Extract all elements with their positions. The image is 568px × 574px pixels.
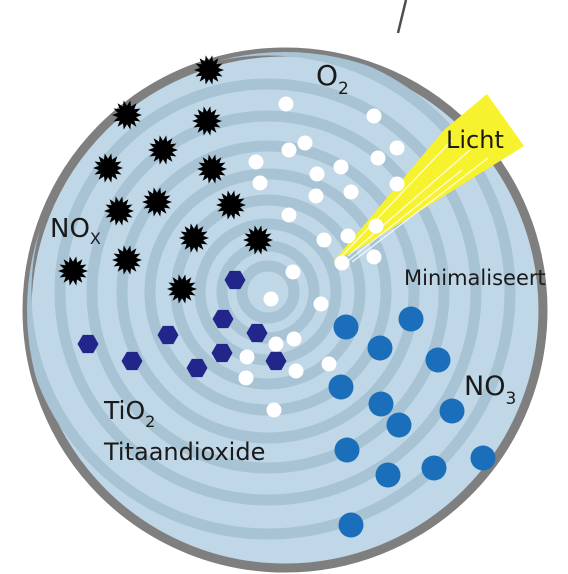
no3-particle-icon bbox=[425, 347, 451, 373]
beam-ray bbox=[339, 139, 453, 259]
tio2-particle-icon bbox=[121, 351, 143, 371]
no3-particle-icon bbox=[368, 391, 394, 417]
o2-particle-icon bbox=[239, 349, 255, 365]
tio2-particle-icon bbox=[186, 358, 208, 378]
light-beam-icon bbox=[333, 94, 524, 265]
no3-subscript: 3 bbox=[505, 389, 516, 409]
o2-particle-icon bbox=[368, 218, 384, 234]
no3-particle-icon bbox=[375, 462, 401, 488]
o2-particle-icon bbox=[281, 142, 297, 158]
o2-particle-icon bbox=[340, 228, 356, 244]
no3-particle-icon bbox=[398, 306, 424, 332]
o2-particle-icon bbox=[389, 176, 405, 192]
o2-particle-icon bbox=[266, 402, 282, 418]
o2-particle-icon bbox=[334, 255, 350, 271]
no3-particle-icon bbox=[338, 512, 364, 538]
pointer-line bbox=[396, 0, 408, 34]
o2-text: O bbox=[316, 59, 338, 92]
beam-ray bbox=[351, 157, 489, 263]
nox-particle-icon bbox=[179, 223, 209, 253]
o2-particle-icon bbox=[248, 154, 264, 170]
o2-particle-icon bbox=[366, 108, 382, 124]
nox-particle-icon bbox=[197, 154, 227, 184]
tio2-particle-icon bbox=[77, 334, 99, 354]
o2-particle-icon bbox=[389, 140, 405, 156]
licht-label: Licht bbox=[446, 126, 504, 154]
nox-subscript: X bbox=[90, 229, 101, 248]
titaandioxide-label: Titaandioxide bbox=[103, 438, 265, 466]
tio2-particle-icon bbox=[212, 309, 234, 329]
o2-particle-icon bbox=[316, 232, 332, 248]
ring bbox=[54, 78, 482, 506]
o2-particle-icon bbox=[252, 175, 268, 191]
o2-particle-icon bbox=[366, 249, 382, 265]
no3-particle-icon bbox=[334, 437, 360, 463]
tio2-particle-icon bbox=[265, 351, 287, 371]
nox-particle-icon bbox=[148, 135, 178, 165]
o2-particle-icon bbox=[321, 356, 337, 372]
tio2-text: TiO bbox=[103, 396, 145, 425]
o2-particle-icon bbox=[263, 291, 279, 307]
o2-particle-icon bbox=[268, 336, 284, 352]
o2-particle-icon bbox=[288, 363, 304, 379]
o2-particle-icon bbox=[297, 135, 313, 151]
minimaliseert-label: Minimaliseert bbox=[404, 266, 546, 290]
nox-particle-icon bbox=[167, 274, 197, 304]
no3-particle-icon bbox=[367, 335, 393, 361]
nox-label: NOX bbox=[50, 214, 101, 248]
o2-particle-icon bbox=[370, 150, 386, 166]
no3-particle-icon bbox=[439, 398, 465, 424]
o2-particle-icon bbox=[343, 184, 359, 200]
ring bbox=[116, 140, 420, 444]
no3-particle-icon bbox=[421, 455, 447, 481]
o2-particle-icon bbox=[281, 207, 297, 223]
ring bbox=[27, 52, 516, 540]
o2-particle-icon bbox=[286, 331, 302, 347]
tio2-particle-icon bbox=[246, 323, 268, 343]
nox-particle-icon bbox=[142, 187, 172, 217]
o2-label: O2 bbox=[316, 59, 349, 99]
o2-particle-icon bbox=[308, 188, 324, 204]
no3-particle-icon bbox=[470, 445, 496, 471]
nox-particle-icon bbox=[58, 256, 88, 286]
no3-text: NO bbox=[464, 371, 505, 402]
beam-ray bbox=[347, 149, 471, 257]
o2-subscript: 2 bbox=[338, 79, 349, 99]
nox-particle-icon bbox=[93, 153, 123, 183]
nox-particle-icon bbox=[104, 196, 134, 226]
particles bbox=[58, 55, 496, 538]
ring bbox=[86, 110, 450, 474]
o2-particle-icon bbox=[313, 296, 329, 312]
tio2-subscript: 2 bbox=[145, 412, 155, 431]
no3-particle-icon bbox=[333, 314, 359, 340]
nox-particle-icon bbox=[112, 245, 142, 275]
no3-particle-icon bbox=[386, 412, 412, 438]
nox-particle-icon bbox=[243, 225, 273, 255]
tio2-particle-icon bbox=[211, 343, 233, 363]
tio2-label: TiO2 bbox=[103, 396, 155, 431]
tio2-particle-icon bbox=[157, 325, 179, 345]
nox-text: NO bbox=[50, 214, 90, 244]
beam-ray bbox=[343, 169, 463, 265]
tio2-particle-icon bbox=[224, 270, 246, 290]
o2-particle-icon bbox=[278, 96, 294, 112]
o2-particle-icon bbox=[285, 264, 301, 280]
no3-label: NO3 bbox=[464, 371, 516, 409]
nox-particle-icon bbox=[192, 106, 222, 136]
nox-particle-icon bbox=[112, 100, 142, 130]
o2-particle-icon bbox=[333, 159, 349, 175]
nox-particle-icon bbox=[194, 55, 224, 85]
ring bbox=[236, 260, 300, 324]
o2-particle-icon bbox=[238, 370, 254, 386]
nox-particle-icon bbox=[216, 190, 246, 220]
o2-particle-icon bbox=[309, 166, 325, 182]
no3-particle-icon bbox=[328, 374, 354, 400]
